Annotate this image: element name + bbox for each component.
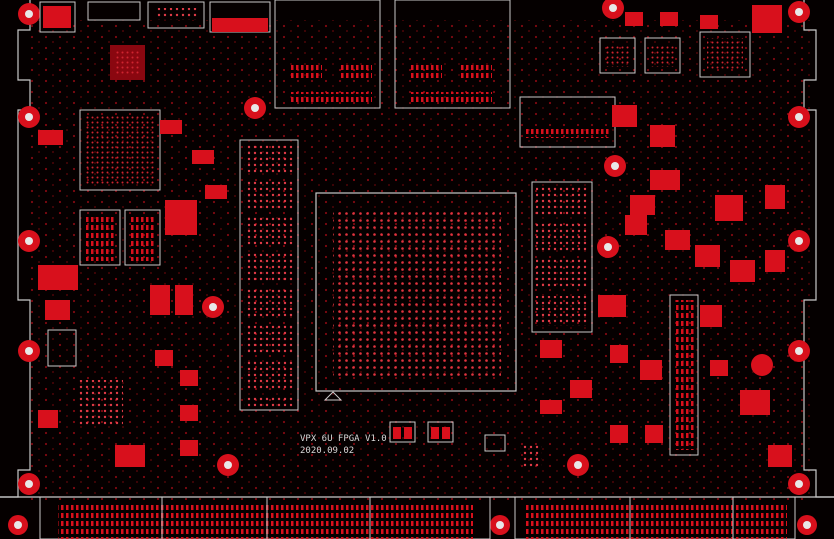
fpga-bga (315, 192, 517, 401)
mounting-holes (8, 0, 817, 535)
right-section (540, 5, 792, 467)
memory-chips-left (239, 139, 299, 411)
board-title-label: VPX 6U FPGA V1.0 (300, 434, 387, 444)
left-section (38, 45, 227, 467)
lower-center-parts (389, 421, 542, 467)
silkscreen-text: VPX 6U FPGA V1.0 2020.09.02 (300, 434, 387, 456)
memory-chips-right (531, 181, 593, 333)
board-date-label: 2020.09.02 (300, 446, 354, 456)
vpx-connectors (39, 496, 796, 539)
top-connectors (39, 0, 616, 148)
